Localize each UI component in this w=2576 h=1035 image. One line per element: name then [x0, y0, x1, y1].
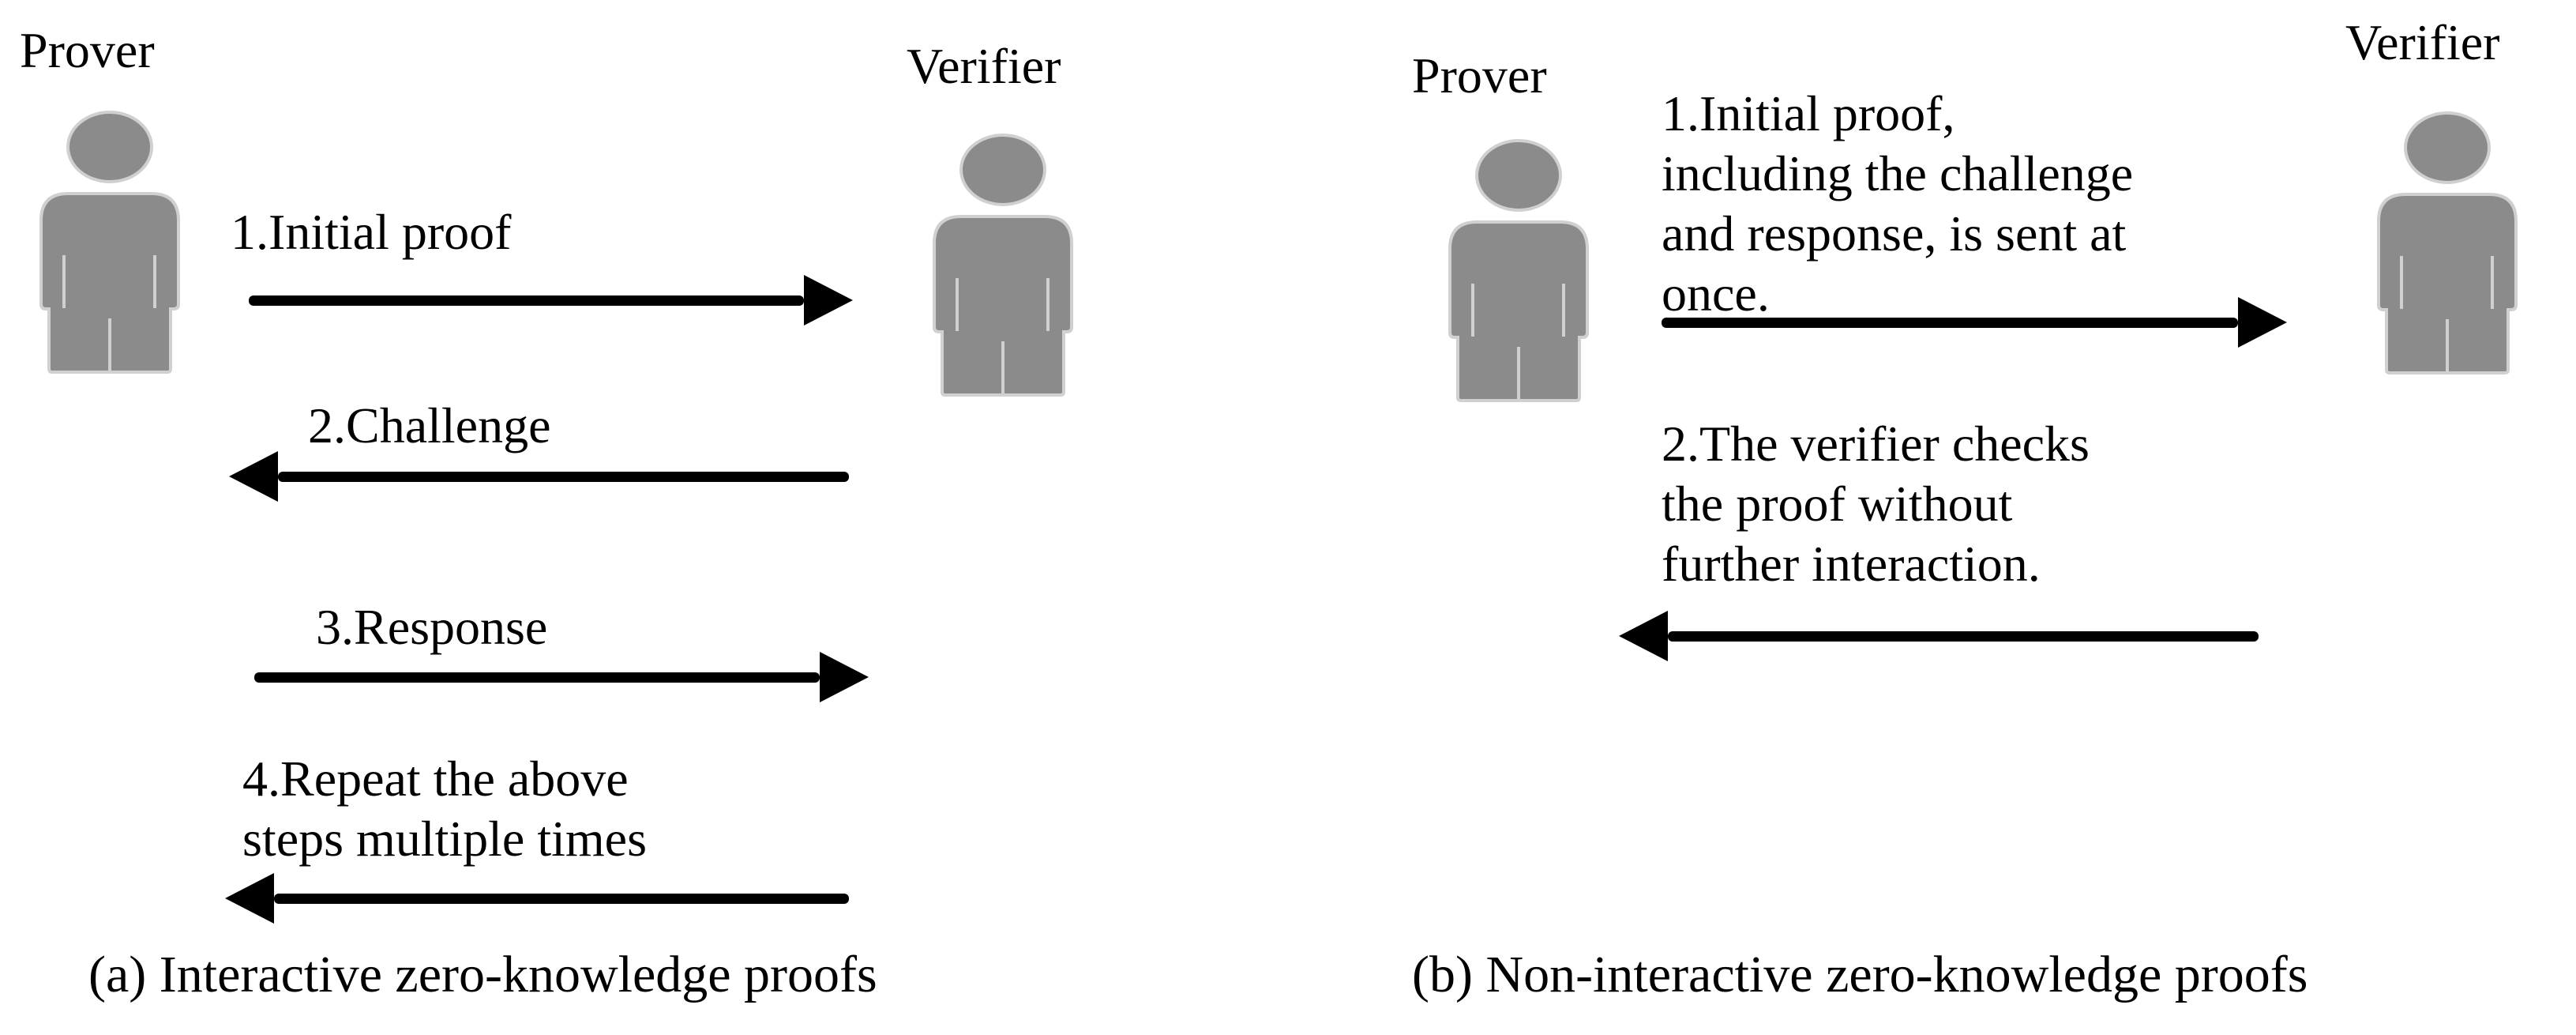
arrow-shaft: [1662, 317, 2238, 328]
panel-b-prover-person-icon: [1448, 139, 1589, 402]
panel-a-verifier-label: Verifier: [907, 38, 1061, 94]
panel-a-prover-label: Prover: [20, 22, 155, 78]
panel-a-prover-person-icon: [39, 111, 180, 374]
panel-a-arrow-response: [254, 652, 869, 702]
panel-a-message-3-label: 3.Response: [316, 599, 548, 655]
arrow-head-left-icon: [225, 873, 274, 924]
arrow-shaft: [278, 471, 849, 482]
arrow-head-right-icon: [2238, 297, 2287, 348]
arrow-shaft: [249, 295, 804, 306]
arrow-head-right-icon: [820, 652, 869, 702]
panel-b-message-1-label: 1.Initial proof, including the challenge…: [1662, 85, 2134, 322]
arrow-shaft: [1668, 630, 2259, 642]
arrow-head-left-icon: [1619, 611, 1668, 661]
panel-a-message-4-label: 4.Repeat the above steps multiple times: [242, 751, 647, 867]
panel-a-arrow-initial-proof: [249, 275, 853, 326]
arrow-head-right-icon: [804, 275, 853, 326]
panel-a-arrow-challenge: [229, 451, 849, 502]
panel-a-message-1-label: 1.Initial proof: [231, 204, 512, 260]
arrow-head-left-icon: [229, 451, 278, 502]
panel-b-prover-label: Prover: [1412, 47, 1547, 104]
panel-b-arrow-initial-proof: [1662, 297, 2287, 348]
arrow-shaft: [254, 672, 820, 683]
panel-a-arrow-repeat: [225, 873, 849, 924]
panel-b-verifier-label: Verifier: [2345, 14, 2500, 70]
panel-a-verifier-person-icon: [933, 134, 1073, 397]
panel-b-message-2-label: 2.The verifier checks the proof without …: [1662, 416, 2090, 592]
panel-a-message-2-label: 2.Challenge: [308, 397, 551, 454]
panel-a-caption: (a) Interactive zero-knowledge proofs: [88, 946, 877, 1003]
panel-b-arrow-verifier-checks: [1619, 611, 2259, 661]
panel-b-caption: (b) Non-interactive zero-knowledge proof…: [1412, 946, 2308, 1003]
panel-b-verifier-person-icon: [2377, 111, 2518, 374]
arrow-shaft: [274, 893, 849, 904]
